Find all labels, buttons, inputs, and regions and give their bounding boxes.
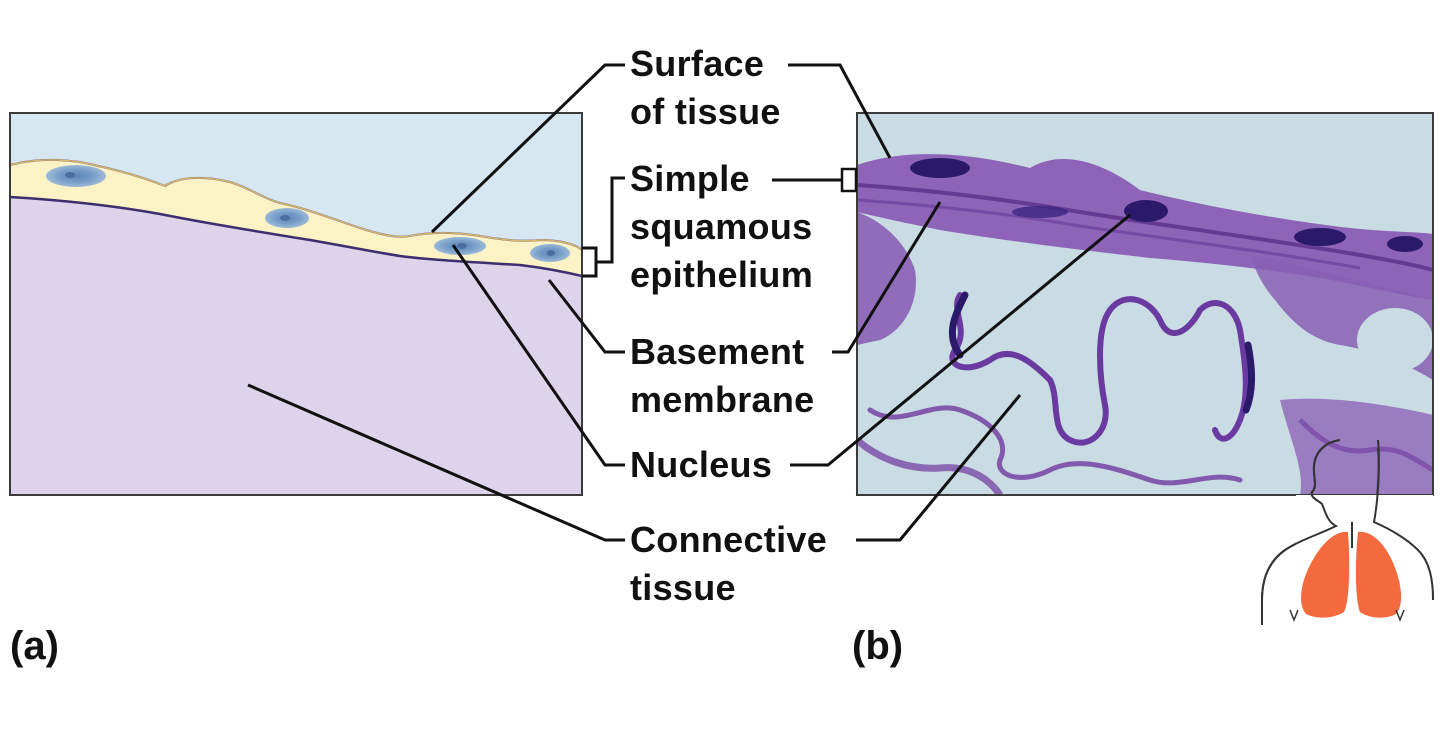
label-connective-line1: Connective: [630, 519, 828, 560]
leader-surface-b: [788, 63, 892, 159]
label-simple-squamous-epithelium: Simple squamous epithelium: [630, 155, 813, 299]
label-surface-line1: Surface: [630, 43, 765, 84]
label-connective-tissue: Connective tissue: [630, 516, 827, 612]
micrograph-frame: [856, 112, 1434, 496]
nucleus-drawing-1: [46, 165, 106, 187]
leader-nucleus-b: [790, 213, 1131, 467]
leader-nucleus-a: [451, 244, 625, 467]
micrograph-connective-fibers: [949, 292, 1249, 446]
label-basement-line2: membrane: [630, 379, 815, 420]
label-simple-line3: epithelium: [630, 254, 814, 295]
label-basement-membrane: Basement membrane: [630, 328, 814, 424]
label-nucleus-text: Nucleus: [630, 444, 773, 485]
label-simple-line1: Simple: [630, 158, 750, 199]
leader-simple-a: [596, 176, 625, 264]
leader-lines: [247, 63, 1131, 542]
label-connective-line2: tissue: [630, 567, 736, 608]
panel-label-b: (b): [852, 624, 904, 668]
label-simple-line2: squamous: [630, 206, 813, 247]
micrograph-panel: [840, 112, 1434, 496]
basement-membrane-drawing: [10, 195, 582, 278]
panel-label-a: (a): [10, 624, 59, 668]
label-surface-line2: of tissue: [630, 91, 781, 132]
label-basement-line1: Basement: [630, 331, 805, 372]
label-nucleus: Nucleus: [630, 441, 772, 489]
micrograph-nucleus-1: [910, 158, 970, 178]
bracket-b: [840, 167, 858, 193]
torso-with-lungs-icon: [1261, 439, 1434, 630]
micrograph-nucleus-4: [1387, 236, 1423, 252]
label-surface-of-tissue: Surface of tissue: [630, 40, 781, 136]
leader-basement-b: [832, 201, 942, 354]
connective-tissue-drawing: [10, 197, 582, 495]
drawing-frame: [9, 112, 583, 496]
micrograph-nucleus-3: [1294, 228, 1346, 246]
drawing-panel: [9, 112, 598, 496]
leader-connective-a: [247, 383, 625, 542]
bracket-a: [582, 246, 598, 278]
leader-surface-a: [430, 63, 625, 234]
micrograph-nucleus-2: [1124, 200, 1168, 222]
leader-basement-a: [547, 279, 625, 354]
leader-connective-b: [856, 394, 1022, 542]
